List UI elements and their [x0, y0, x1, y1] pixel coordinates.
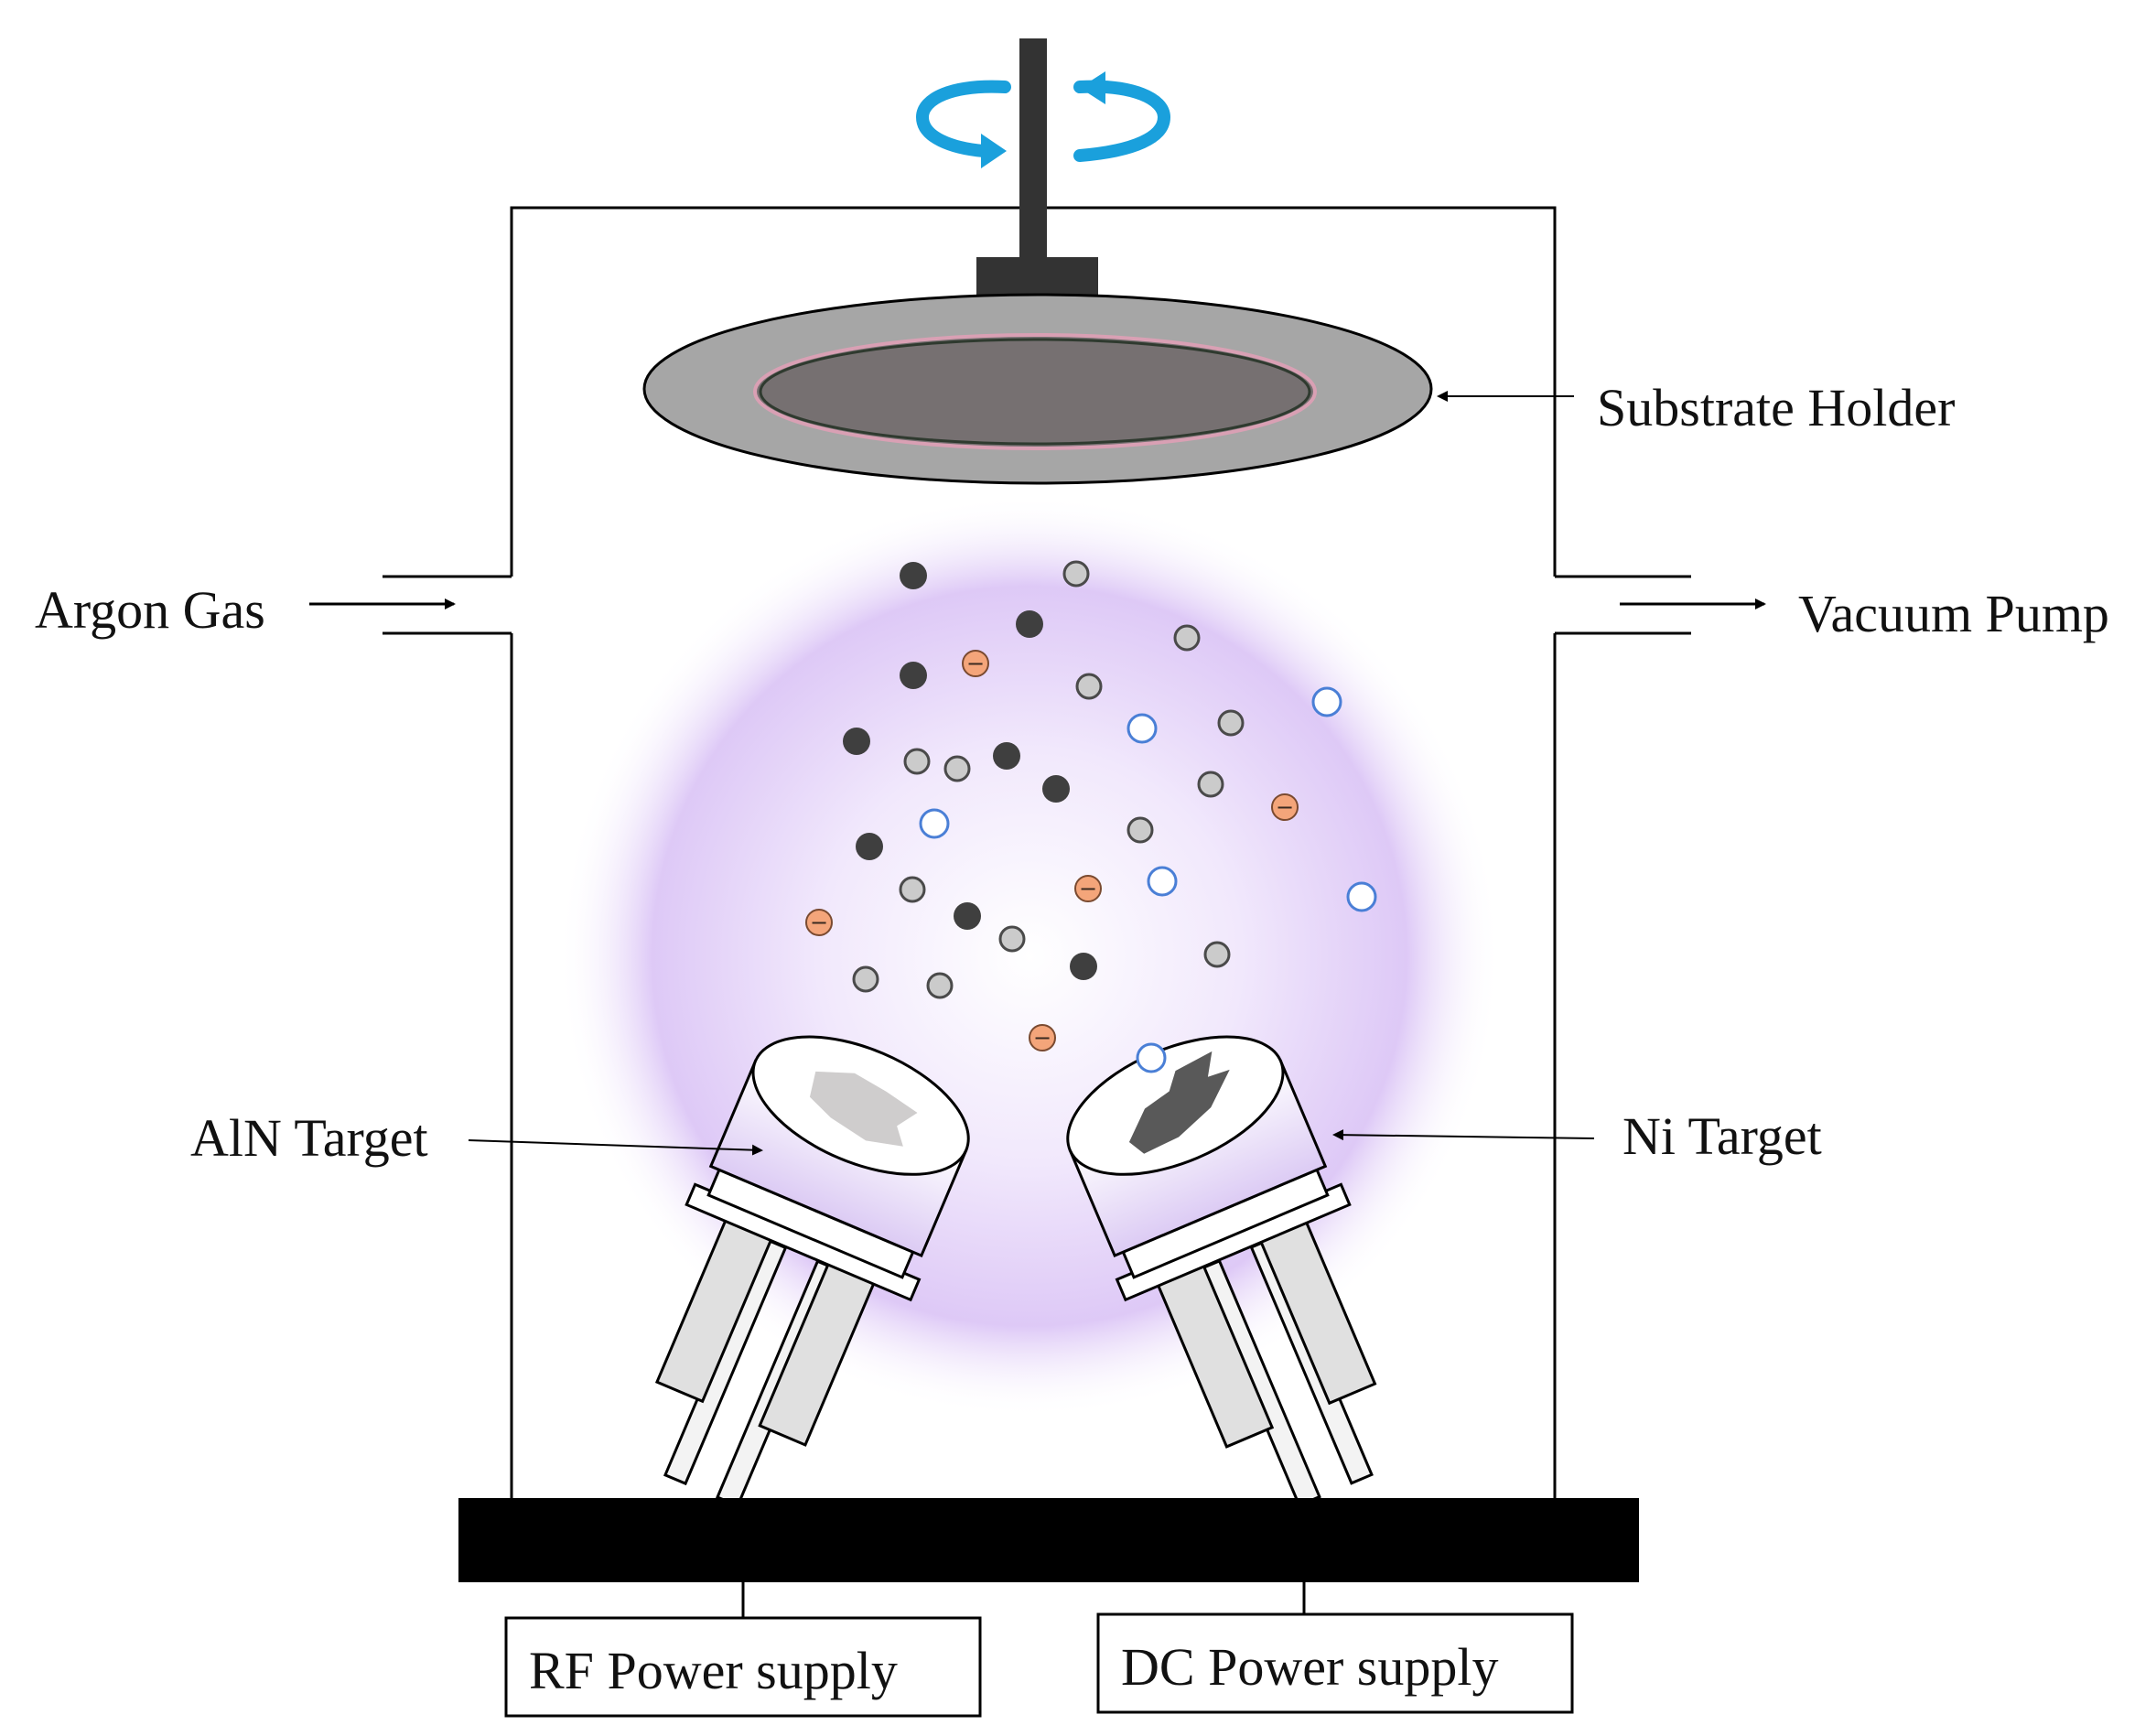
light-particle — [998, 925, 1026, 953]
dark-particle — [1016, 610, 1043, 638]
light-particle — [1217, 709, 1245, 737]
electron-symbol: − — [1033, 1025, 1051, 1051]
aln-magnetron — [654, 1035, 970, 1508]
dark-particle — [900, 662, 927, 689]
base-plate — [458, 1498, 1639, 1582]
electron-particle — [1029, 1024, 1056, 1051]
ion-particle — [1136, 1042, 1167, 1073]
rotation-shaft — [1019, 38, 1047, 263]
dark-particle — [1070, 953, 1097, 980]
light-particle — [1173, 624, 1201, 652]
dark-particle — [900, 562, 927, 589]
rotation-arrowhead-right — [1080, 71, 1105, 104]
electron-particle — [962, 650, 989, 677]
electron-particle — [1074, 875, 1102, 902]
light-particle — [1127, 816, 1154, 844]
shaft-mount — [976, 257, 1098, 298]
dark-particle — [1042, 775, 1070, 803]
ion-particle — [1127, 713, 1158, 744]
dark-particle — [843, 728, 870, 755]
ni-magnetron — [1066, 1035, 1377, 1507]
light-particle — [943, 755, 971, 782]
substrate-holder — [642, 293, 1433, 485]
light-particle — [1197, 771, 1224, 798]
light-particle — [1075, 673, 1103, 700]
ion-particle — [919, 808, 950, 839]
rotation-arrowhead-left — [981, 134, 1007, 168]
dark-particle — [954, 902, 981, 930]
ion-particle — [1147, 866, 1178, 897]
rotation-arrows-icon — [915, 80, 1171, 162]
light-particle — [903, 748, 931, 775]
aln-target-pointer — [468, 1139, 763, 1156]
ion-particle — [1311, 686, 1342, 717]
electron-symbol: − — [966, 651, 985, 676]
vacuum-pump-label: Vacuum Pump — [1798, 584, 2109, 643]
electron-symbol: − — [810, 910, 828, 935]
dc-power-supply-label: DC Power supply — [1121, 1637, 1498, 1697]
light-particle — [926, 972, 954, 999]
dark-particle — [856, 833, 883, 860]
aln-target-label: AlN Target — [190, 1108, 428, 1168]
ni-target-label: Ni Target — [1622, 1106, 1822, 1166]
substrate-holder-label: Substrate Holder — [1597, 378, 1955, 437]
light-particle — [1203, 941, 1231, 968]
dc-power-supply-box: DC Power supply — [1096, 1612, 1574, 1714]
rf-power-supply-box: RF Power supply — [504, 1616, 982, 1718]
plasma-particles: − − − − − — [805, 560, 1377, 1073]
electron-particle — [805, 909, 833, 936]
light-particle — [1062, 560, 1090, 588]
dark-particle — [993, 742, 1020, 770]
ion-particle — [1346, 881, 1377, 912]
argon-gas-label: Argon Gas — [35, 580, 265, 640]
electron-symbol: − — [1276, 794, 1294, 820]
electron-particle — [1271, 793, 1299, 821]
light-particle — [899, 876, 926, 903]
electron-symbol: − — [1079, 876, 1097, 901]
ni-target-pointer — [1332, 1129, 1595, 1141]
rf-power-supply-label: RF Power supply — [529, 1641, 898, 1700]
light-particle — [852, 965, 879, 993]
